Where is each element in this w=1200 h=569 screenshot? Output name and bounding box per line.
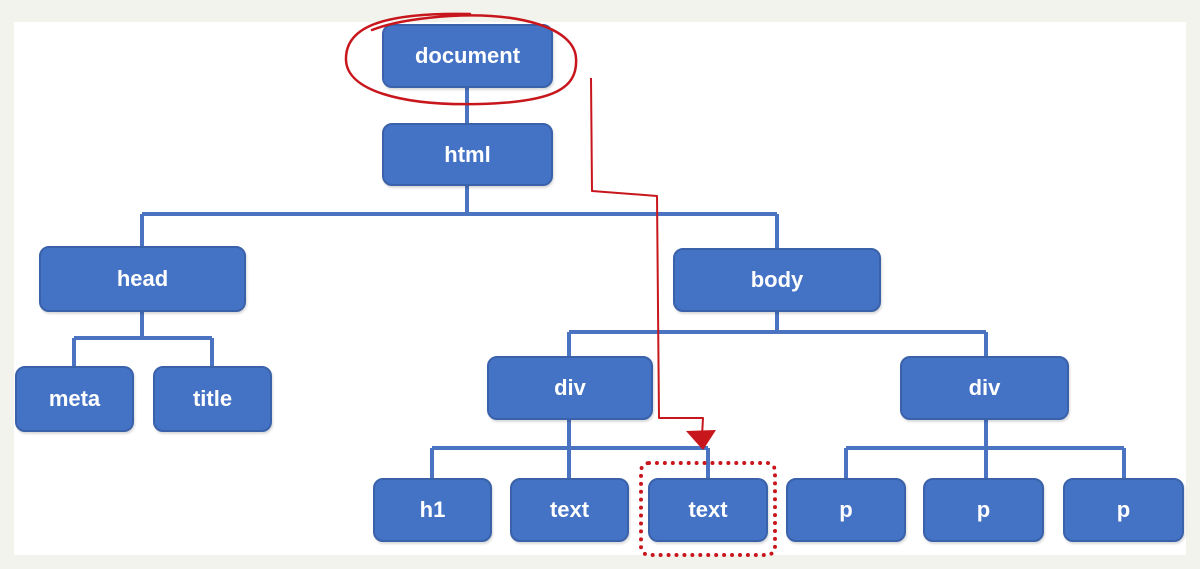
node-head: head [39, 246, 246, 312]
node-text-2: text [648, 478, 768, 542]
node-document: document [382, 24, 553, 88]
node-text-1: text [510, 478, 629, 542]
node-div-left: div [487, 356, 653, 420]
node-html: html [382, 123, 553, 186]
node-title: title [153, 366, 272, 432]
highlight-dotted-box [639, 461, 777, 557]
node-meta: meta [15, 366, 134, 432]
node-body: body [673, 248, 881, 312]
node-h1: h1 [373, 478, 492, 542]
node-div-right: div [900, 356, 1069, 420]
node-p-2: p [923, 478, 1044, 542]
node-p-3: p [1063, 478, 1184, 542]
node-p-1: p [786, 478, 906, 542]
